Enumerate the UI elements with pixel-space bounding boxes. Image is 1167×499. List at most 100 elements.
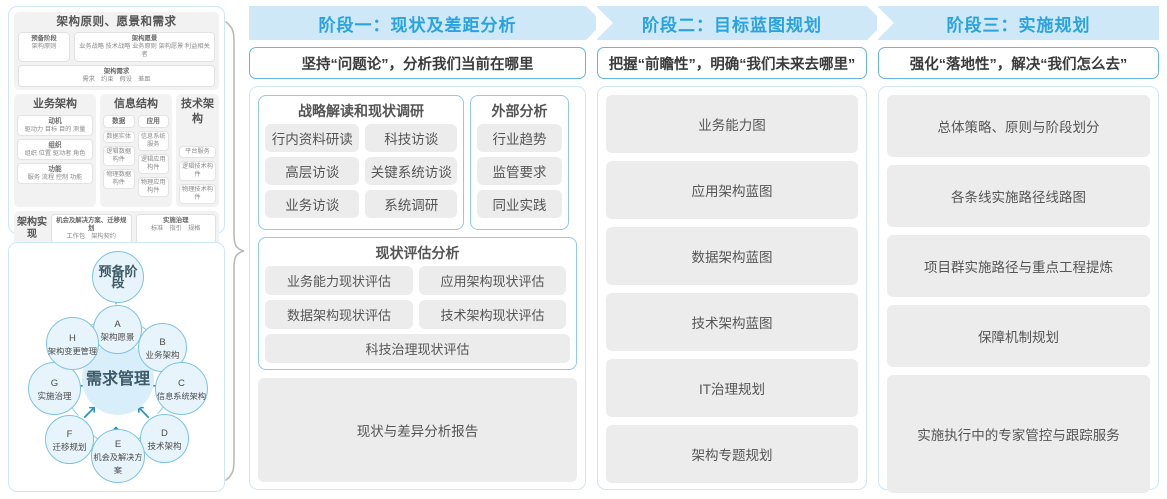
togaf-chip-vision: 架构愿景 业务战略 技术战略 业务原则 架构愿景 利益相关者 [74, 32, 215, 62]
list-item[interactable]: 高层访谈 [265, 157, 360, 185]
implementation-label: 架构实现 [17, 217, 47, 240]
box-sub: 标准 指引 规格 [151, 225, 201, 232]
list-item[interactable]: 项目群实施路径与重点工程提炼 [887, 235, 1150, 297]
node-label: 需求管理 [85, 370, 150, 388]
node-label: 技术架构 [147, 440, 182, 451]
list-item[interactable]: 业务能力图 [606, 95, 858, 153]
implementation-box-governance: 实施治理 标准 指引 规格 [135, 214, 216, 244]
info-item: 信息系统服务 [137, 131, 169, 151]
list-item[interactable]: 业务能力现状评估 [265, 266, 413, 295]
chevron-notch-icon [877, 6, 894, 40]
box-sub: 工作包 架构契约 [66, 233, 117, 240]
item-label: 信息系统服务 [140, 133, 166, 148]
pillar-box: 组织 组织 位置 驱动者 角色 [17, 139, 93, 160]
node-label: 实施治理 [37, 390, 72, 401]
pillar-box: 动机 驱动力 目标 目的 测量 [17, 115, 93, 136]
node-label: 架构变更管理 [47, 346, 98, 356]
box-sub: 组织 位置 驱动者 角色 [24, 150, 86, 157]
list-item[interactable]: 数据架构现状评估 [265, 300, 413, 329]
phase-1-header: 阶段一：现状及差距分析 [249, 6, 603, 40]
adm-node-preliminary[interactable]: 预备阶段 [92, 251, 144, 303]
node-label: 预备阶段 [98, 264, 138, 290]
phase-2-subtitle: 把握“前瞻性”，明确“我们未来去哪里” [597, 47, 867, 79]
togaf-chip-requirements: 架构需求 需求 约束 假设 差距 [18, 65, 215, 87]
grouping-brace [224, 20, 246, 482]
chip-sub: 业务战略 技术战略 业务原则 架构愿景 利益相关者 [79, 43, 210, 58]
list-item[interactable]: 监管要求 [477, 157, 562, 185]
item-label: 逻辑技术构件 [182, 163, 213, 178]
node-key: F [66, 428, 73, 440]
col-title: 数据 [112, 118, 126, 125]
togaf-chip-preliminary: 预备阶段 架构原则 [18, 32, 70, 62]
chip-title: 预备阶段 [31, 35, 57, 42]
list-item[interactable]: 行业趋势 [477, 124, 562, 152]
node-key: E [114, 438, 122, 450]
list-item[interactable]: 应用架构现状评估 [419, 266, 566, 295]
node-key: C [178, 377, 185, 389]
phase-3-column: 阶段三：实施规划 强化“落地性”，解决“我们怎么去” 总体策略、原则与阶段划分 … [877, 6, 1159, 493]
item-label: 数据实体 [106, 133, 132, 140]
pillar-heading: 信息结构 [114, 98, 158, 110]
tech-item: 物理技术构件 [179, 184, 216, 204]
list-item[interactable]: 行内资料研读 [265, 124, 360, 152]
node-label: 架构愿景 [100, 331, 135, 342]
item-label: 逻辑数据构件 [106, 148, 132, 163]
list-item[interactable]: 系统调研 [365, 190, 457, 218]
togaf-top-title: 架构原则、愿景和需求 [56, 16, 177, 28]
box-title: 机会及解决方案、迁移规划 [56, 217, 127, 232]
chip-title: 架构愿景 [131, 35, 158, 42]
group-title: 现状评估分析 [375, 245, 460, 261]
list-item[interactable]: 各条线实施路径线路图 [887, 165, 1150, 227]
phase-1-report[interactable]: 现状与差异分析报告 [258, 378, 577, 482]
box-title: 动机 [48, 118, 62, 125]
architecture-principles-block: 架构原则、愿景和需求 预备阶段 架构原则 架构愿景 业务战略 技术战略 业务原则… [14, 12, 219, 90]
list-item[interactable]: 架构专题规划 [606, 425, 858, 483]
list-item[interactable]: 应用架构蓝图 [606, 161, 858, 219]
list-item[interactable]: 关键系统访谈 [365, 157, 457, 185]
phase-3-header: 阶段三：实施规划 [877, 6, 1159, 40]
node-key: B [159, 336, 166, 348]
list-item[interactable]: 实施执行中的专家管控与跟踪服务 [887, 375, 1150, 493]
box-sub: 服务 流程 控制 功能 [27, 174, 83, 181]
list-item[interactable]: 技术架构蓝图 [606, 293, 858, 351]
info-item: 数据实体 [103, 131, 135, 143]
node-label: 迁移规划 [52, 441, 87, 452]
list-item[interactable]: IT治理规划 [606, 359, 858, 417]
node-label: 业务架构 [145, 349, 180, 360]
box-title: 组织 [48, 142, 62, 149]
item-label: 物理应用构件 [140, 179, 166, 194]
pillar-technology-architecture: 技术架构 平台服务 逻辑技术构件 物理技术构件 [176, 94, 219, 207]
pillar-heading: 业务架构 [33, 98, 77, 110]
list-item[interactable]: 保障机制规划 [887, 305, 1150, 367]
phase-1-subtitle: 坚持“问题论”，分析我们当前在哪里 [249, 47, 586, 79]
node-label: 信息系统架构 [156, 391, 207, 401]
info-item: 物理数据构件 [103, 169, 135, 189]
chip-title: 架构需求 [103, 68, 130, 75]
list-item[interactable]: 科技治理现状评估 [265, 334, 570, 363]
list-item[interactable]: 同业实践 [477, 190, 562, 218]
tech-item: 逻辑技术构件 [179, 161, 216, 181]
list-item[interactable]: 数据架构蓝图 [606, 227, 858, 285]
list-item[interactable]: 技术架构现状评估 [419, 300, 566, 329]
phase-3-body: 总体策略、原则与阶段划分 各条线实施路径线路图 项目群实施路径与重点工程提炼 保… [878, 86, 1159, 493]
node-key: A [114, 318, 121, 330]
list-item[interactable]: 业务访谈 [265, 190, 360, 218]
box-title: 实施治理 [162, 217, 189, 224]
adm-node-c[interactable]: C 信息系统架构 [155, 362, 208, 415]
item-label: 逻辑应用构件 [140, 156, 166, 171]
list-item[interactable]: 科技访谈 [365, 124, 457, 152]
list-item[interactable]: 总体策略、原则与阶段划分 [887, 95, 1150, 157]
item-label: 平台服务 [185, 148, 210, 155]
phase-2-body: 业务能力图 应用架构蓝图 数据架构蓝图 技术架构蓝图 IT治理规划 架构专题规划 [597, 86, 867, 490]
info-item: 逻辑数据构件 [103, 146, 135, 166]
group-external-analysis: 外部分析 行业趋势 监管要求 同业实践 [470, 95, 569, 230]
item-label: 物理技术构件 [182, 186, 213, 201]
